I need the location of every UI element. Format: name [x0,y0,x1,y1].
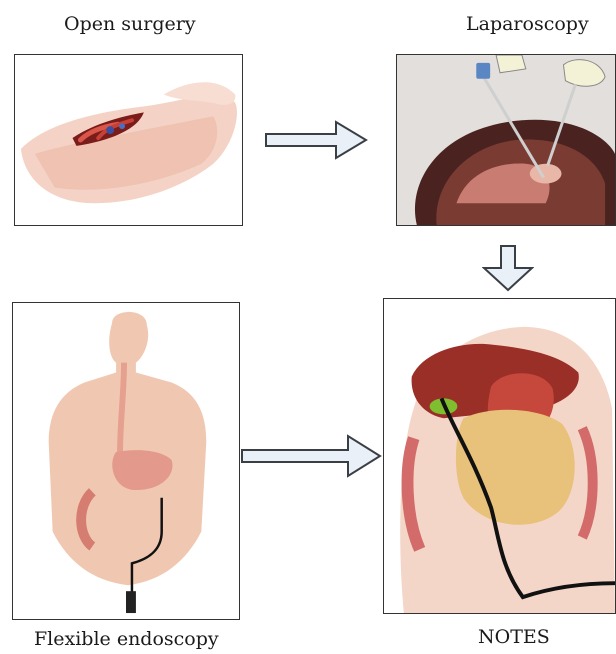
arrow-laparoscopy-to-notes [482,244,534,292]
arrow-endoscopy-to-notes [240,434,382,478]
notes-label: NOTES [478,626,550,648]
arrow-endoscopy-to-notes-shape [242,436,380,476]
laparoscopy-illustration [397,55,615,225]
laparoscopy-panel [396,54,616,226]
flexible-endoscopy-panel [12,302,240,620]
flexible-endoscopy-label: Flexible endoscopy [34,628,219,650]
flexible-endoscopy-illustration [13,303,239,619]
arrow-laparoscopy-to-notes-shape [484,246,532,290]
open-surgery-illustration [15,55,242,225]
notes-illustration [384,299,615,613]
open-surgery-label: Open surgery [64,13,196,35]
notes-panel [383,298,616,614]
arrow-open-to-laparoscopy [264,120,368,160]
open-surgery-panel [14,54,243,226]
laparoscopy-label: Laparoscopy [466,13,589,35]
arrow-open-to-laparoscopy-shape [266,122,366,158]
